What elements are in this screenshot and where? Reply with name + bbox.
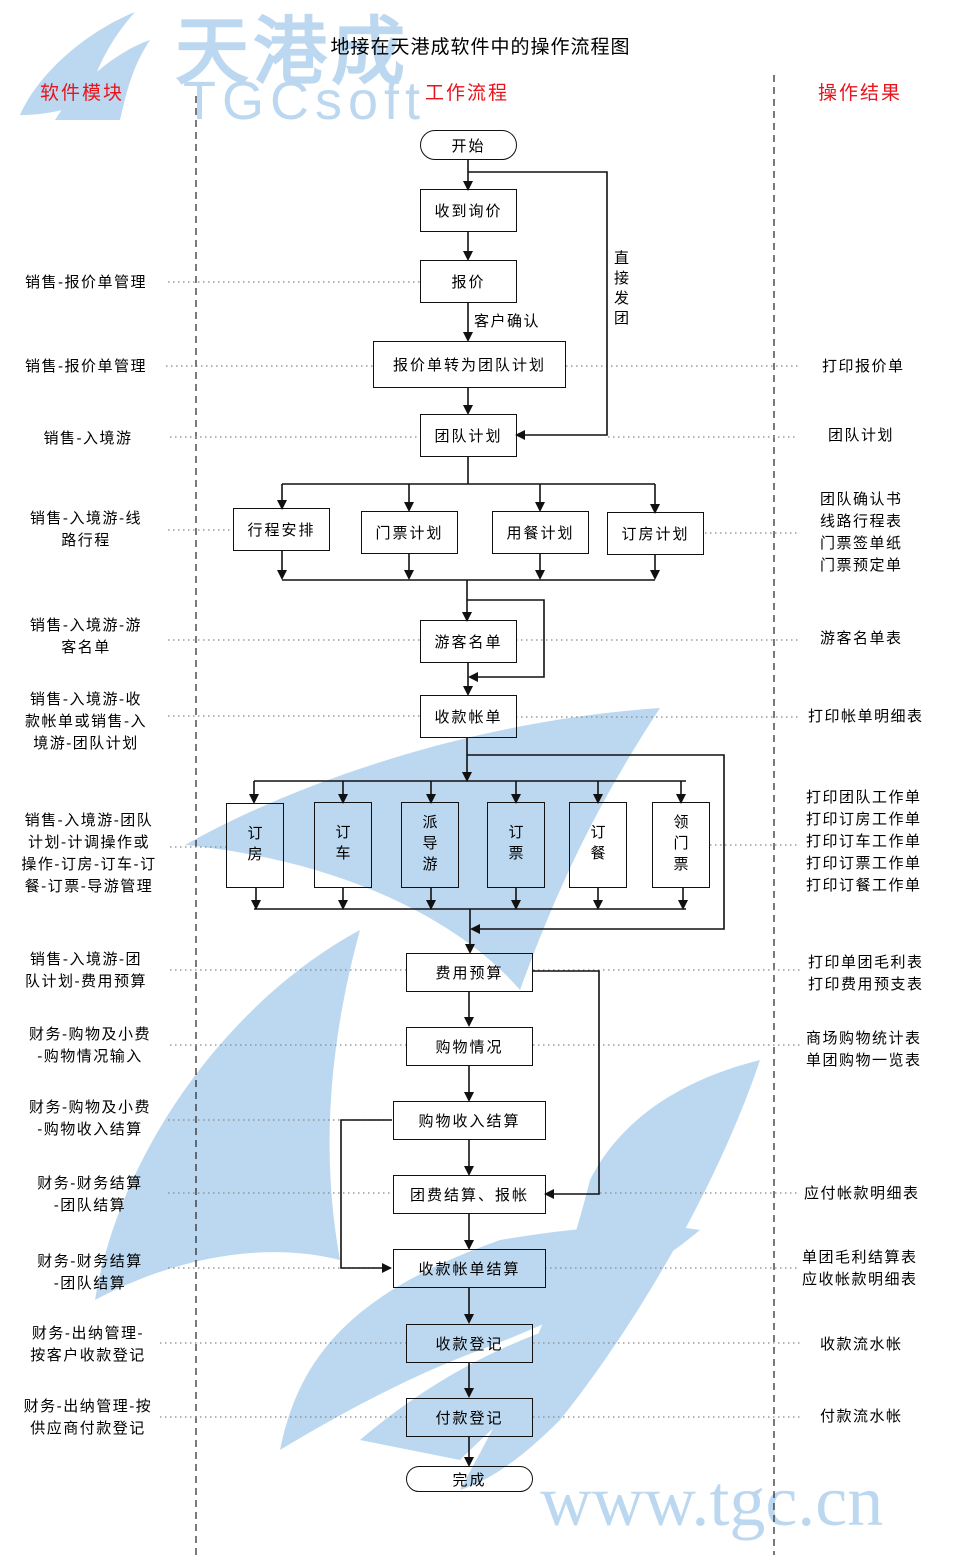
module-label: 财务-出纳管理-按供应商付款登记 <box>23 1397 153 1437</box>
module-label: 财务-出纳管理-按客户收款登记 <box>30 1324 146 1364</box>
module-label: 财务-购物及小费-购物收入结算 <box>28 1098 152 1138</box>
node-op-room[interactable]: 订房 <box>226 803 284 888</box>
node-end[interactable]: 完成 <box>406 1466 533 1492</box>
dotted-guides <box>160 281 800 1418</box>
result-label: 打印帐单明细表 <box>808 707 924 725</box>
result-label: 商场购物统计表单团购物一览表 <box>806 1029 922 1069</box>
module-label: 销售-入境游-游客名单 <box>29 616 143 656</box>
node-group-fee-settle[interactable]: 团费结算、报帐 <box>393 1175 546 1214</box>
module-label: 销售-入境游-团队计划-计调操作或操作-订房-订车-订餐-订票-导游管理 <box>21 811 157 895</box>
logo-big-swoosh-2 <box>95 930 360 1300</box>
module-label: 财务-财务结算-团队结算 <box>37 1174 143 1214</box>
module-label: 销售-入境游-收款帐单或销售-入境游-团队计划 <box>24 690 148 752</box>
result-label: 团队确认书线路行程表门票签单纸门票预定单 <box>820 490 903 574</box>
node-shopping-settle[interactable]: 购物收入结算 <box>393 1101 546 1140</box>
module-label: 销售-入境游-线路行程 <box>29 509 143 549</box>
node-group-plan[interactable]: 团队计划 <box>420 414 517 457</box>
result-label: 游客名单表 <box>820 629 903 647</box>
node-op-collect-tickets[interactable]: 领门票 <box>652 802 710 888</box>
node-itinerary[interactable]: 行程安排 <box>233 508 330 551</box>
edge-label-direct-group: 直接发团 <box>612 250 630 330</box>
result-label: 付款流水帐 <box>820 1407 903 1425</box>
node-start[interactable]: 开始 <box>420 130 517 160</box>
logo-big-swoosh-1 <box>185 708 660 990</box>
node-op-car[interactable]: 订车 <box>314 802 372 888</box>
node-ticket-plan[interactable]: 门票计划 <box>361 511 458 554</box>
logo-big-swoosh-5 <box>360 1310 620 1460</box>
module-label: 财务-财务结算-团队结算 <box>37 1252 143 1292</box>
module-label: 销售-入境游-团队计划-费用预算 <box>24 950 148 990</box>
logo-swoosh-top <box>20 12 135 115</box>
column-header-workflow: 工作流程 <box>425 82 510 104</box>
watermark-brand-en: TGCsoft <box>183 71 427 131</box>
node-room-plan[interactable]: 订房计划 <box>607 512 704 555</box>
watermark-url: www.tgc.cn <box>540 1461 884 1541</box>
node-budget[interactable]: 费用预算 <box>406 953 533 992</box>
logo-swoosh-mid <box>55 40 150 120</box>
module-label: 销售-报价单管理 <box>24 273 148 291</box>
node-receive-inquiry[interactable]: 收到询价 <box>420 189 517 232</box>
result-label: 打印单团毛利表打印费用预支表 <box>808 953 924 993</box>
node-receipt-reg[interactable]: 收款登记 <box>406 1324 533 1363</box>
node-quote[interactable]: 报价 <box>420 260 517 303</box>
module-label: 销售-入境游 <box>43 429 133 447</box>
module-label: 财务-购物及小费-购物情况输入 <box>28 1025 152 1065</box>
column-header-modules: 软件模块 <box>40 82 125 104</box>
node-bill[interactable]: 收款帐单 <box>420 695 517 738</box>
result-label: 收款流水帐 <box>820 1335 903 1353</box>
result-label: 团队计划 <box>828 426 895 444</box>
result-label: 单团毛利结算表应收帐款明细表 <box>802 1248 918 1288</box>
module-label: 销售-报价单管理 <box>24 357 148 375</box>
edge-label-customer-confirm: 客户确认 <box>474 312 541 330</box>
node-shopping[interactable]: 购物情况 <box>406 1027 533 1066</box>
node-payment-reg[interactable]: 付款登记 <box>406 1398 533 1437</box>
result-label: 打印团队工作单打印订房工作单打印订车工作单打印订票工作单打印订餐工作单 <box>806 788 922 894</box>
watermark-brand-cn: 天港成 <box>175 10 409 93</box>
column-header-results: 操作结果 <box>818 82 903 104</box>
node-meal-plan[interactable]: 用餐计划 <box>492 511 589 554</box>
node-quote-to-plan[interactable]: 报价单转为团队计划 <box>373 341 566 388</box>
node-op-guide[interactable]: 派导游 <box>401 802 459 888</box>
result-label: 打印报价单 <box>822 357 905 375</box>
node-bill-settle[interactable]: 收款帐单结算 <box>393 1249 546 1288</box>
page-title: 地接在天港成软件中的操作流程图 <box>330 36 631 58</box>
node-op-meal[interactable]: 订餐 <box>569 802 627 888</box>
result-label: 应付帐款明细表 <box>804 1184 920 1202</box>
node-op-ticket[interactable]: 订票 <box>487 802 545 888</box>
node-tourist-list[interactable]: 游客名单 <box>420 620 517 663</box>
